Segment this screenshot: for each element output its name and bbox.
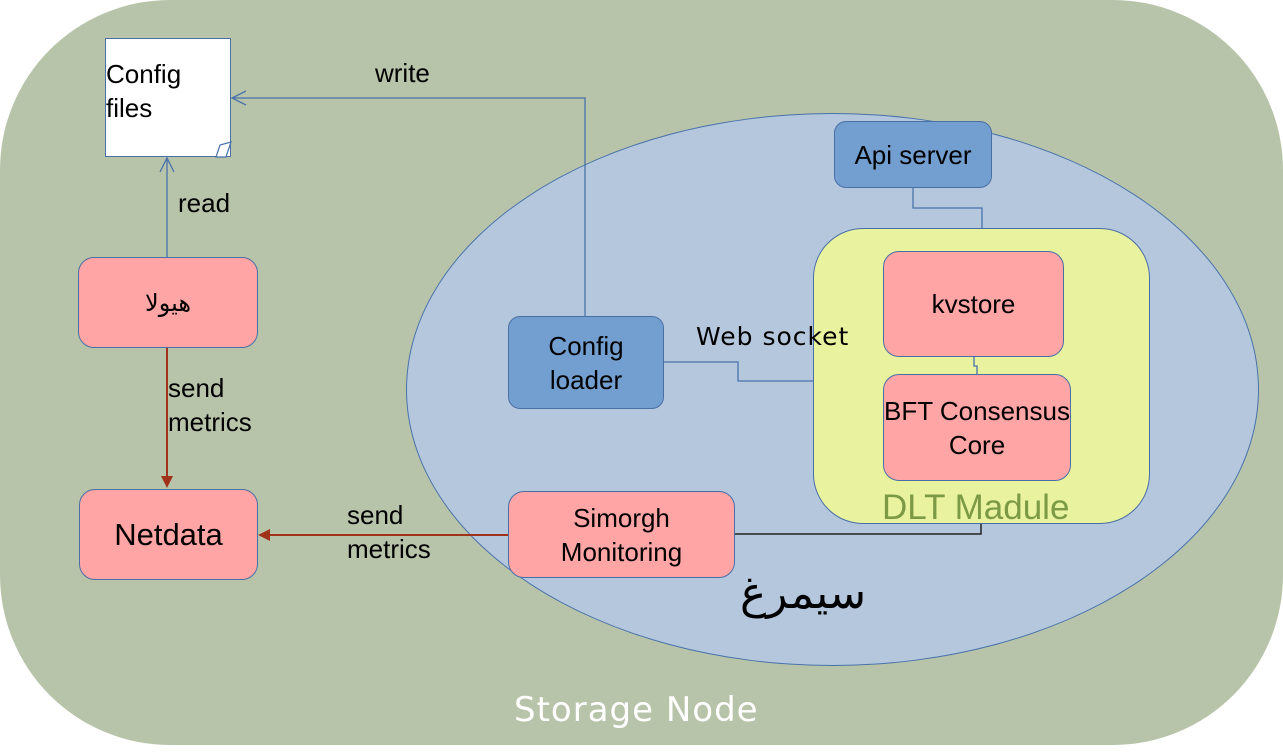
bft-consensus-core-node[interactable]: BFT Consensus Core xyxy=(883,374,1071,481)
config-loader-node[interactable]: Config loader xyxy=(508,316,664,409)
kvstore-bft-connector xyxy=(973,357,978,374)
simorgh-monitoring-label-line2: Monitoring xyxy=(560,536,683,567)
hayula-label: هیولا xyxy=(145,288,191,317)
bft-label-line2: Core xyxy=(948,429,1006,460)
config-loader-label-line1: Config xyxy=(548,330,624,361)
storage-node-title: Storage Node xyxy=(514,690,759,730)
simorgh-monitoring-label-line1: Simorgh xyxy=(573,502,670,533)
read-arrowhead xyxy=(159,156,175,173)
document-fold-icon xyxy=(215,141,232,158)
send-metrics-1-line1: send xyxy=(168,373,225,403)
config-loader-label-line2: loader xyxy=(549,364,623,395)
hayula-node[interactable]: هیولا xyxy=(78,257,258,348)
netdata-label: Netdata xyxy=(114,516,223,552)
netdata-node[interactable]: Netdata xyxy=(79,489,258,580)
api-server-node[interactable]: Api server xyxy=(834,121,992,188)
write-arrowhead xyxy=(230,90,247,106)
write-connector xyxy=(232,97,586,316)
send-metrics-2-line2: metrics xyxy=(347,534,431,564)
send-metrics-arrowhead-2 xyxy=(258,529,270,541)
send-metrics-1-line2: metrics xyxy=(168,407,252,437)
simorgh-subsystem-title: سیمرغ xyxy=(740,568,867,619)
simorgh-monitoring-node[interactable]: Simorgh Monitoring xyxy=(508,491,735,578)
send-metrics-arrowhead-1 xyxy=(161,476,173,488)
dlt-module-title: DLT Madule xyxy=(882,488,1070,527)
config-files-node[interactable]: Config files xyxy=(105,38,231,157)
bft-label-line1: BFT Consensus xyxy=(884,395,1070,426)
config-files-label-line1: Config xyxy=(106,59,182,89)
send-metrics-edge-label-2: send metrics xyxy=(347,498,431,566)
kvstore-node[interactable]: kvstore xyxy=(883,251,1064,357)
write-edge-label: write xyxy=(375,58,430,88)
config-files-label-line2: files xyxy=(106,93,153,123)
send-metrics-edge-label-1: send metrics xyxy=(168,371,252,439)
kvstore-label: kvstore xyxy=(931,289,1016,319)
web-socket-edge-label: Web socket xyxy=(696,322,850,351)
api-server-label: Api server xyxy=(854,139,972,170)
monitoring-dlt-connector xyxy=(734,524,982,535)
send-metrics-2-line1: send xyxy=(347,500,404,530)
api-dlt-connector xyxy=(912,187,983,228)
read-edge-label: read xyxy=(178,188,231,218)
web-socket-connector xyxy=(663,361,813,382)
